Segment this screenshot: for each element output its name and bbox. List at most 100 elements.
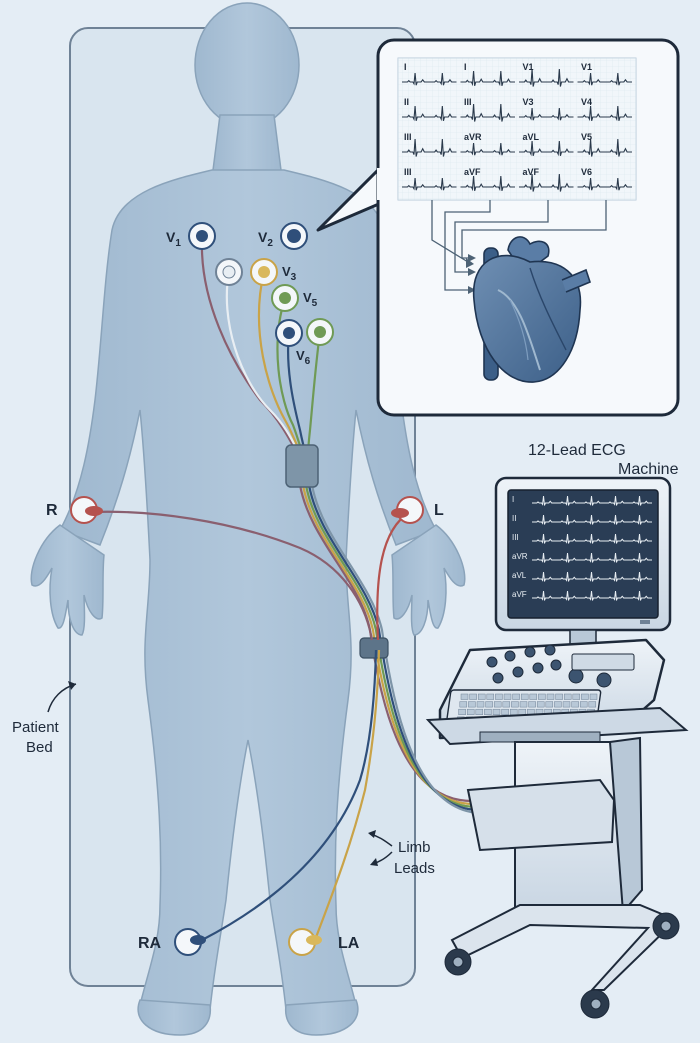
keyboard-key xyxy=(476,701,485,708)
ecg-trace xyxy=(519,107,574,121)
cable-strap xyxy=(359,637,389,659)
keyboard-key xyxy=(493,701,502,708)
ecg-lead-label: I xyxy=(464,62,467,72)
ecg-lead-label: I xyxy=(404,62,407,72)
ecg-trace xyxy=(460,175,515,192)
keyboard-key xyxy=(589,693,598,700)
electrode-v3-white xyxy=(215,258,243,286)
cable-ports xyxy=(479,731,601,743)
monitor-trace xyxy=(532,571,652,582)
keyboard-key xyxy=(511,701,519,708)
keyboard-key xyxy=(538,693,546,700)
monitor-lead-label: aVR xyxy=(512,552,528,561)
keyboard-key xyxy=(458,708,466,715)
ecg-lead-label: aVL xyxy=(523,132,540,142)
keyboard-key xyxy=(486,693,495,700)
monitor-trace xyxy=(532,533,652,544)
ecg-lead-label: V1 xyxy=(581,62,592,72)
signal-arrows xyxy=(431,200,607,291)
keyboard-key xyxy=(579,701,588,708)
ecg-lead-label: V4 xyxy=(581,97,592,107)
console-knobs xyxy=(486,644,612,688)
keyboard-key xyxy=(502,701,511,708)
label-v3: V3 xyxy=(282,264,297,283)
keyboard-key xyxy=(459,701,468,708)
limb-leads-label-line2: Leads xyxy=(394,860,435,877)
ecg-trace xyxy=(577,138,632,157)
label-v2: V2 xyxy=(258,229,273,249)
keyboard-key xyxy=(460,693,469,700)
heart-illustration xyxy=(472,236,591,383)
keyboard-key xyxy=(501,708,509,715)
keyboard-key xyxy=(546,693,555,700)
body-silhouette xyxy=(30,2,466,1036)
patient-bed-label-line2: Bed xyxy=(26,739,53,756)
monitor-lead-label: aVL xyxy=(512,571,527,580)
ecg-trace xyxy=(519,68,574,87)
ecg-trace xyxy=(577,177,632,191)
keyboard-key xyxy=(536,701,545,708)
electrode-v5 xyxy=(271,284,299,312)
label-left-arm: L xyxy=(434,502,444,519)
ecg-lead-label: V3 xyxy=(523,97,534,107)
ecg-lead-label: V5 xyxy=(581,132,592,142)
monitor-trace xyxy=(532,514,652,525)
ecg-trace xyxy=(402,105,457,122)
keyboard-key xyxy=(581,693,589,700)
label-v1: V1 xyxy=(166,229,181,249)
electrode-right-arm xyxy=(70,496,103,524)
ecg-lead-label: V1 xyxy=(523,62,534,72)
keyboard-key xyxy=(529,693,538,700)
ecg-lead-label: aVR xyxy=(464,132,482,142)
keyboard-key xyxy=(466,708,475,715)
keyboard-key xyxy=(468,701,476,708)
keyboard-key xyxy=(518,708,527,715)
label-v5: V5 xyxy=(303,290,318,309)
keyboard-key xyxy=(571,701,579,708)
monitor-lead-label: aVF xyxy=(512,590,527,599)
ecg-trace xyxy=(402,177,457,191)
ecg-lead-label: aVF xyxy=(464,167,481,177)
label-left-leg: LA xyxy=(338,935,360,952)
ecg-trace xyxy=(460,103,515,122)
electrode-v3 xyxy=(250,258,278,286)
keyboard-key xyxy=(562,701,571,708)
keyboard-key xyxy=(492,708,501,715)
monitor-trace xyxy=(532,552,652,563)
ecg-trace xyxy=(460,142,515,156)
monitor-trace xyxy=(532,495,652,506)
patient-bed-label-line1: Patient xyxy=(12,719,60,736)
monitor-trace xyxy=(532,590,652,601)
keyboard-key xyxy=(528,701,536,708)
electrode-right-leg xyxy=(174,928,206,956)
monitor-lead-label: I xyxy=(512,495,514,504)
ecg-trace xyxy=(577,72,632,86)
electrode-v2 xyxy=(280,222,308,250)
ecg-lead-label: aVF xyxy=(523,167,540,177)
keyboard-key xyxy=(555,693,563,700)
ecg-trace xyxy=(402,138,457,157)
keyboard-key xyxy=(519,701,528,708)
keyboard-key xyxy=(484,708,492,715)
label-v6: V6 xyxy=(296,348,311,367)
keyboard-key xyxy=(469,693,477,700)
ecg-lead-label: III xyxy=(404,132,412,142)
ecg-trace xyxy=(402,72,457,86)
electrode-v1 xyxy=(188,222,216,250)
machine-label-line1: 12-Lead ECG xyxy=(528,442,626,459)
monitor-lead-label: III xyxy=(512,533,519,542)
keyboard-key xyxy=(588,701,597,708)
cart-basket xyxy=(466,778,616,852)
keyboard-key xyxy=(477,693,486,700)
keyboard-key xyxy=(563,693,572,700)
ecg-trace xyxy=(519,140,574,157)
keyboard-key xyxy=(520,693,529,700)
keyboard-key xyxy=(509,708,518,715)
label-right-leg: RA xyxy=(138,935,162,952)
ecg-trace xyxy=(577,105,632,122)
keyboard-key xyxy=(495,693,503,700)
ecg-trace xyxy=(519,173,574,192)
